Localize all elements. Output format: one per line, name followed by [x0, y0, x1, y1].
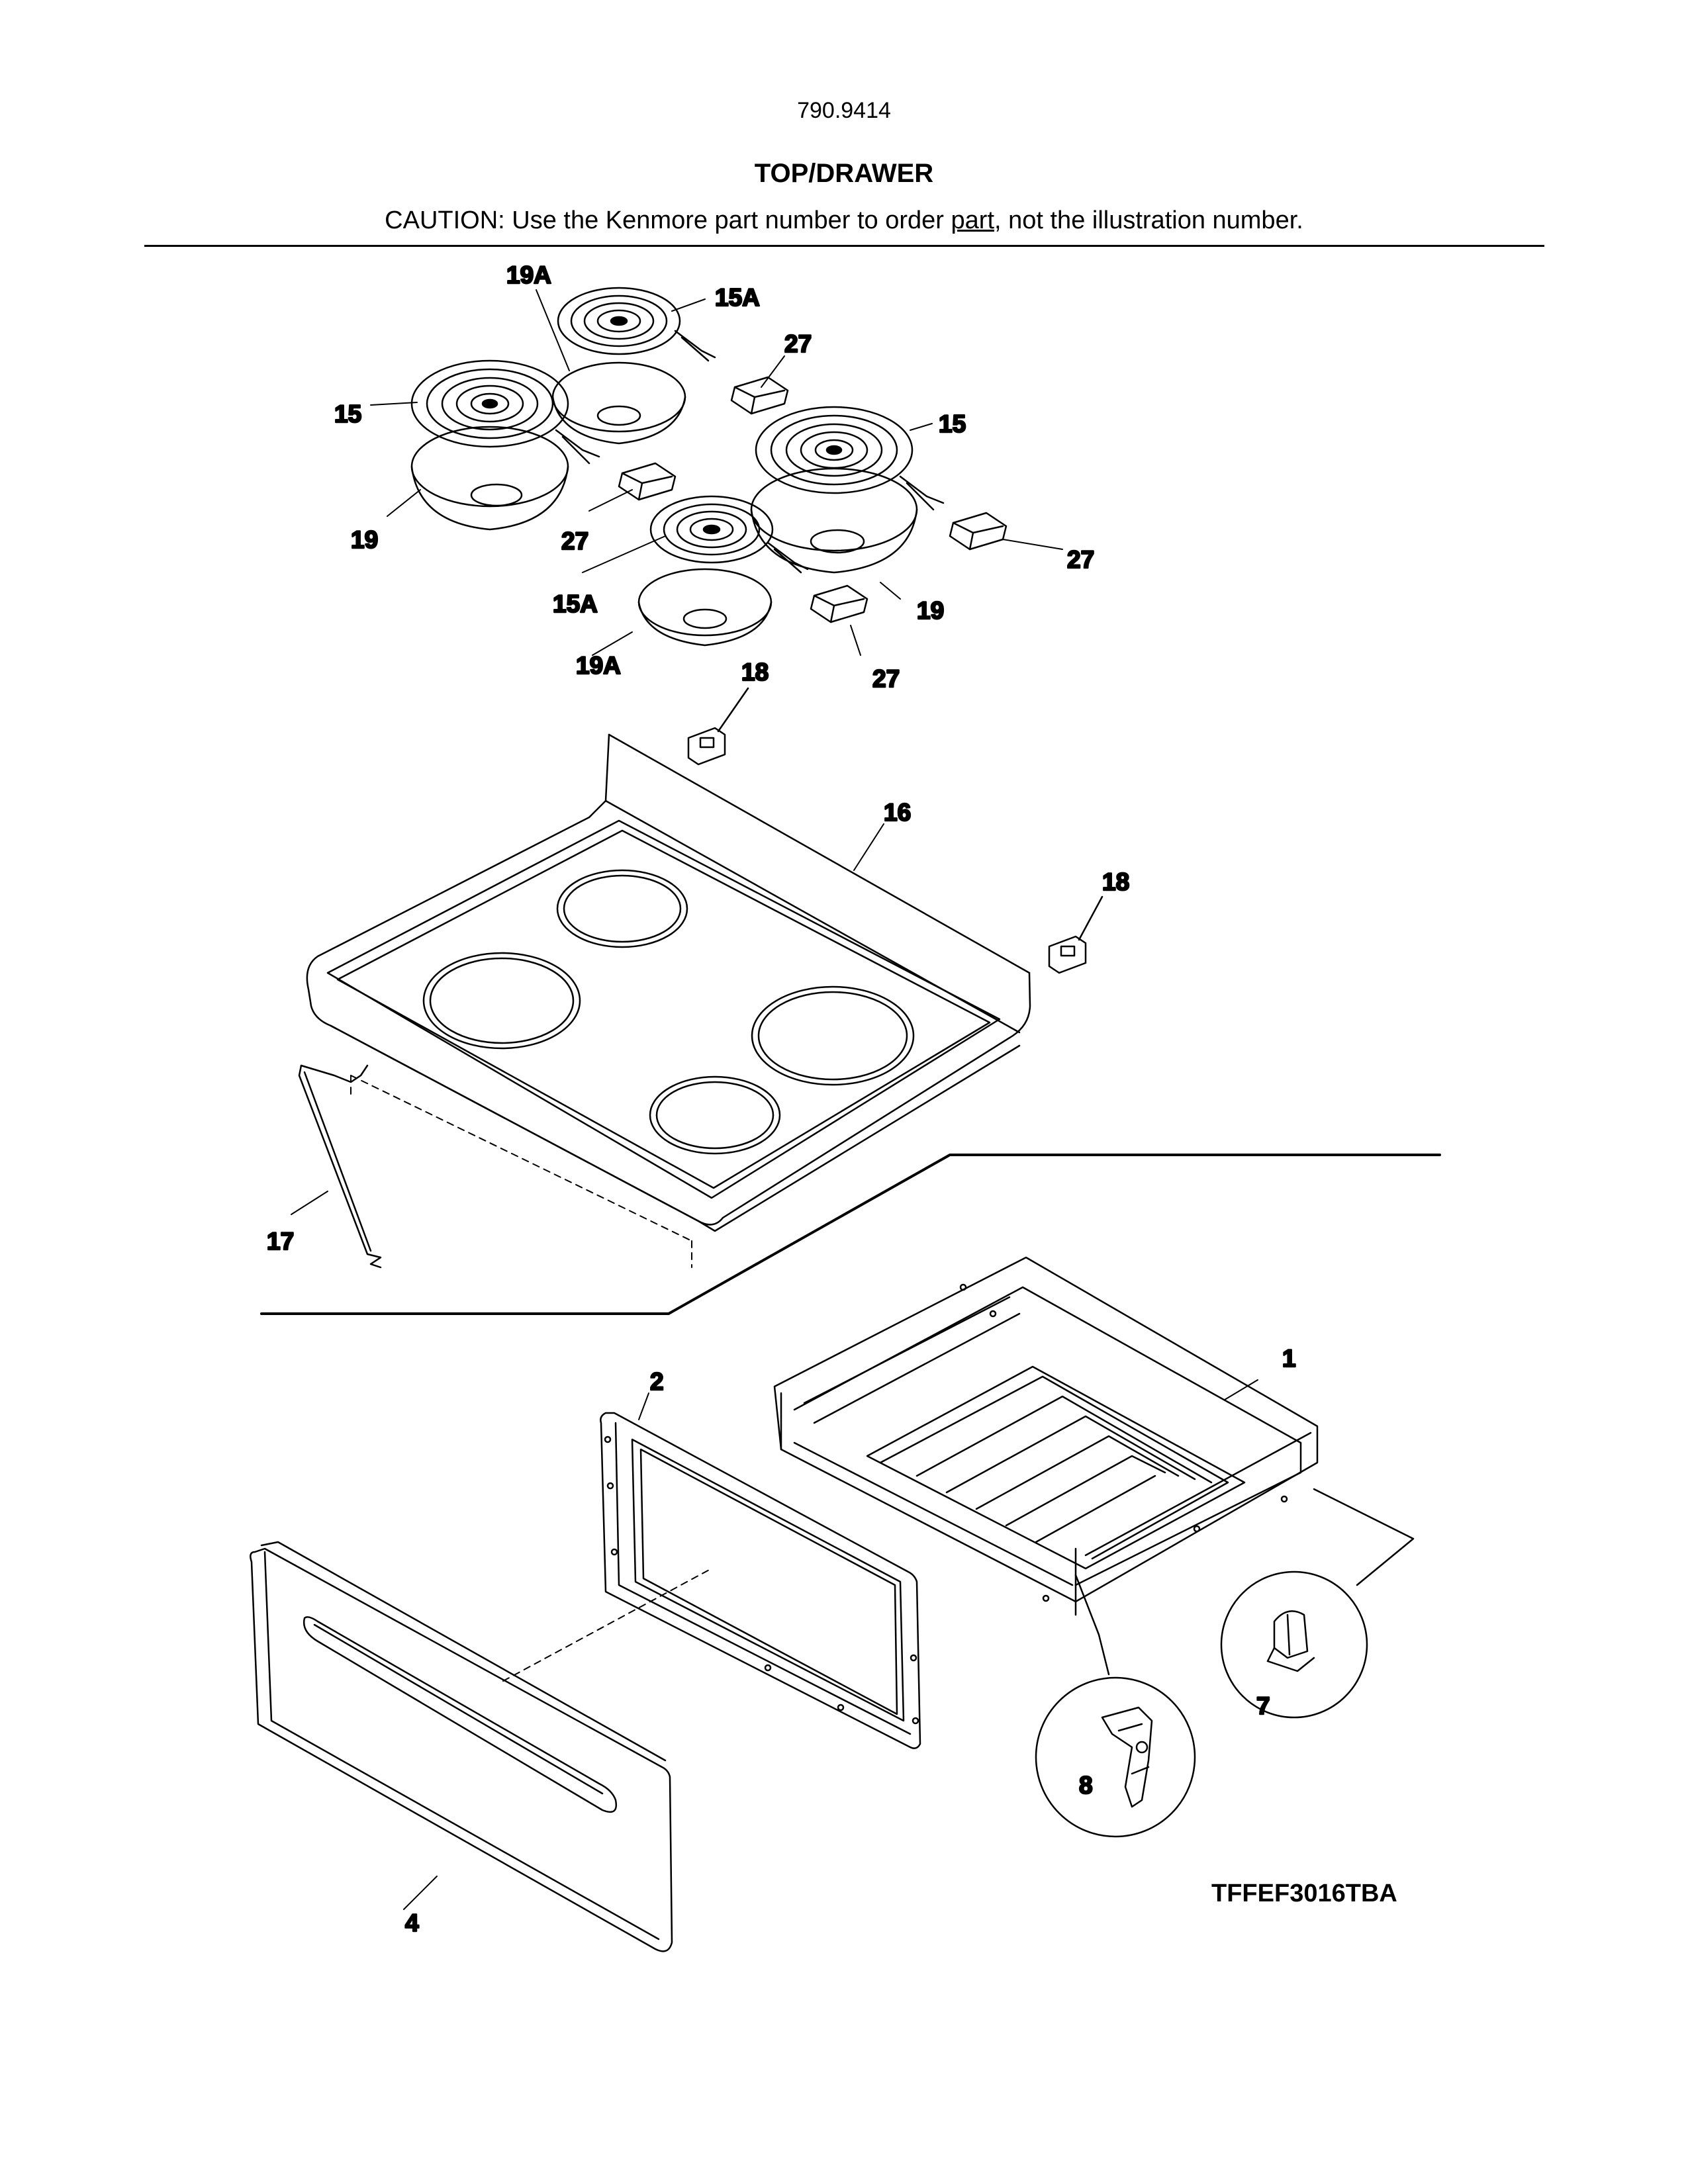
callout-19a-top: 19A — [506, 261, 551, 289]
detail-callout-glide-7 — [1220, 1488, 1415, 1719]
section-title: TOP/DRAWER — [754, 159, 934, 188]
callout-17: 17 — [267, 1228, 294, 1255]
burner-leader-lines — [370, 289, 1063, 656]
callout-19-right: 19 — [917, 597, 944, 624]
receptacle-block-c — [949, 512, 1008, 551]
hidden-edge-lines — [350, 1075, 692, 1268]
receptacle-block-a — [730, 376, 789, 415]
mounting-bracket-upper — [687, 687, 749, 766]
callout-18-lower: 18 — [1102, 868, 1129, 895]
callout-18-upper: 18 — [741, 659, 769, 686]
caution-underlined-word: part — [951, 206, 994, 234]
callout-19a-bottom: 19A — [576, 652, 621, 679]
callout-8: 8 — [1079, 1772, 1093, 1799]
caution-note: CAUTION: Use the Kenmore part number to … — [0, 206, 1688, 235]
receptacle-block-b — [618, 462, 677, 501]
caution-text-start: CAUTION: Use the Kenmore part number to … — [385, 206, 951, 234]
callout-4: 4 — [405, 1909, 419, 1936]
drawer-back-panel — [600, 1392, 921, 1749]
callout-15-left: 15 — [334, 400, 361, 428]
drip-bowl-large-right — [750, 467, 918, 574]
drawer-body — [773, 1256, 1319, 1616]
callout-19-left: 19 — [351, 526, 378, 553]
callout-16: 16 — [884, 799, 911, 826]
callout-2: 2 — [650, 1368, 664, 1395]
burner-element-large-right — [755, 406, 945, 511]
drawer-front — [250, 1541, 673, 1952]
alignment-dashed-lines — [502, 1568, 712, 1682]
callout-27-a: 27 — [784, 330, 812, 357]
callout-27-b: 27 — [561, 527, 588, 555]
mounting-bracket-lower — [1048, 895, 1103, 974]
hinge-wire — [291, 1064, 382, 1269]
callout-15-right: 15 — [939, 410, 966, 437]
burner-element-large-left — [410, 359, 600, 465]
callout-27-c: 27 — [1067, 546, 1094, 573]
receptacle-block-d — [810, 584, 868, 623]
model-number: 790.9414 — [797, 98, 891, 123]
drip-bowl-small-top — [551, 361, 686, 445]
burner-element-small-bottom — [649, 495, 809, 574]
drip-bowl-large-left — [410, 426, 569, 531]
detail-callout-glide-8 — [1035, 1574, 1196, 1838]
section-separator — [260, 1154, 1441, 1315]
main-cooktop — [306, 733, 1031, 1232]
drip-bowl-small-bottom — [637, 568, 773, 647]
callout-27-d: 27 — [872, 665, 900, 692]
diagram-code: TFFEF3016TBA — [1211, 1880, 1397, 1907]
callout-7: 7 — [1256, 1692, 1270, 1719]
callout-1: 1 — [1282, 1345, 1296, 1372]
caution-text-end: , not the illustration number. — [994, 206, 1303, 234]
callout-15a-top: 15A — [715, 284, 760, 311]
burner-element-small-top — [557, 287, 716, 362]
header-rule — [144, 245, 1544, 247]
callout-15a-bottom: 15A — [553, 590, 598, 617]
